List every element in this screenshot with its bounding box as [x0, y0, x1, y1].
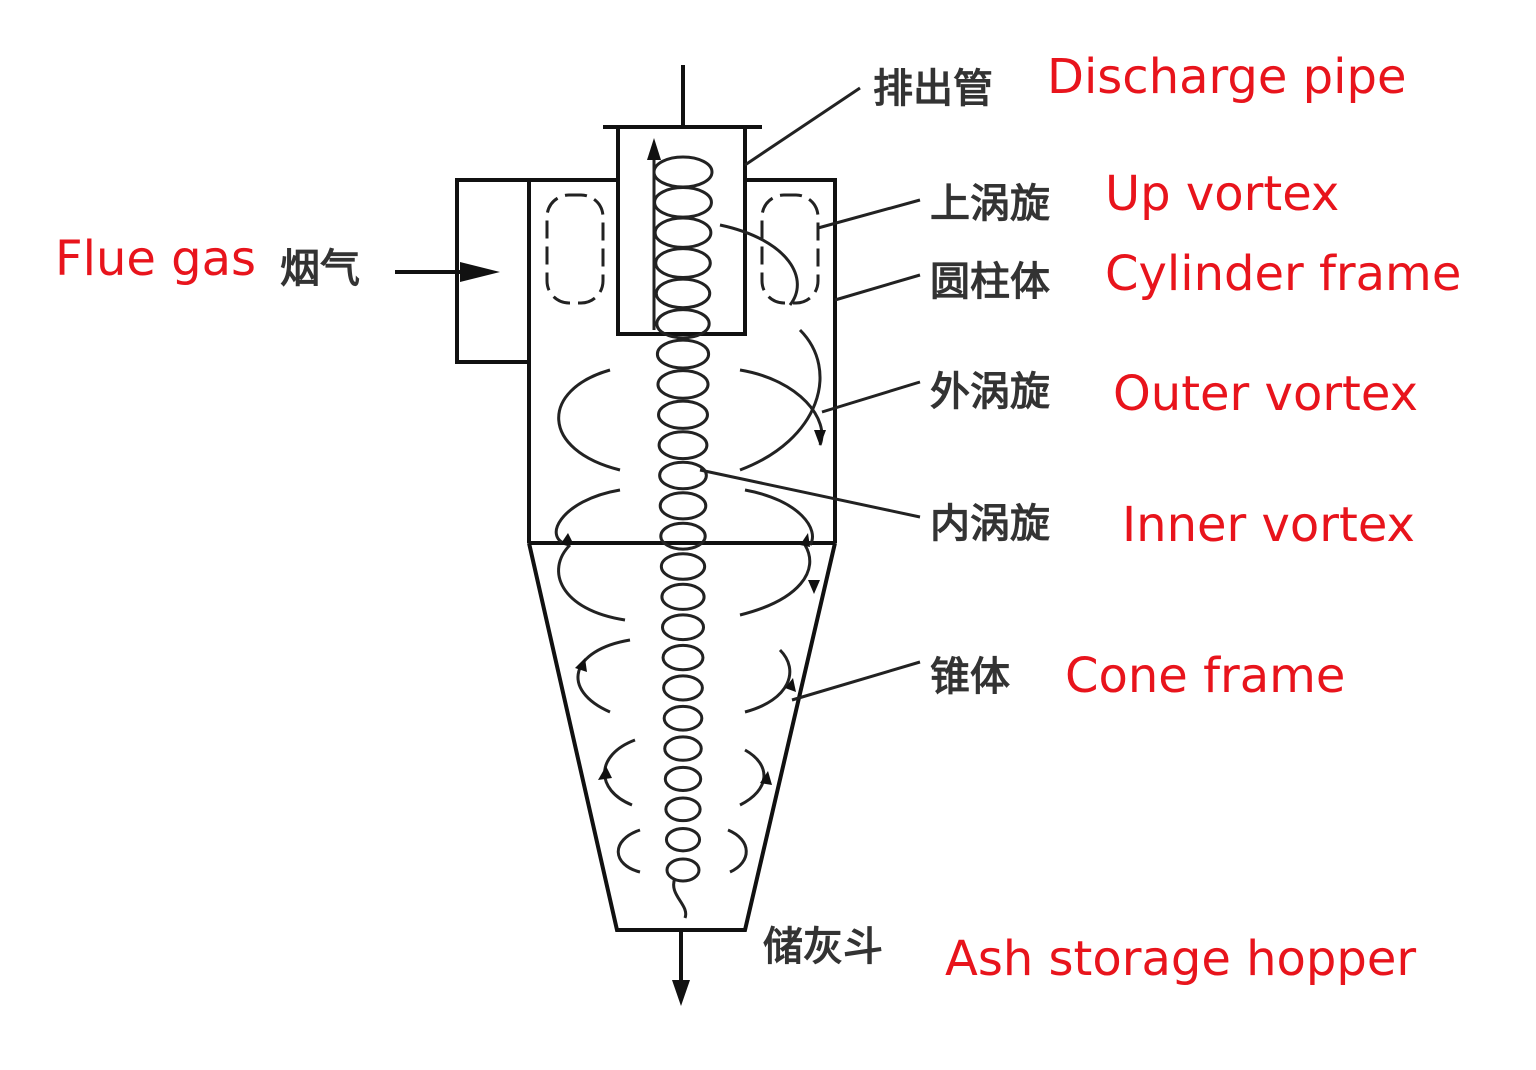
coil-loop — [654, 247, 712, 280]
coil-loop — [662, 674, 704, 702]
coil-loop — [658, 491, 708, 521]
coil-loop — [652, 155, 714, 189]
leader-cone-frame — [791, 660, 921, 702]
coil-loop — [659, 552, 707, 581]
flue-gas-arrowhead — [460, 262, 500, 282]
zh-label-discharge-pipe: 排出管 — [873, 65, 993, 112]
hopper-outlet-arrowhead — [672, 980, 690, 1006]
en-label-inner-vortex: Inner vortex — [1122, 497, 1415, 553]
coil-loop — [664, 796, 702, 823]
zh-label-inner-vortex: 内涡旋 — [930, 500, 1050, 547]
coil-loop — [654, 277, 712, 310]
en-label-discharge-pipe: Discharge pipe — [1047, 49, 1406, 105]
leader-discharge-pipe — [744, 86, 861, 167]
en-label-outer-vortex: Outer vortex — [1113, 366, 1418, 422]
coil-loop — [655, 338, 711, 370]
en-label-cone-frame: Cone frame — [1065, 648, 1345, 704]
coil-loop — [658, 460, 708, 491]
coil-loop — [662, 704, 704, 732]
coil-loop — [656, 369, 710, 400]
coil-loop — [653, 216, 713, 249]
zh-label-ash-hopper: 储灰斗 — [763, 923, 883, 970]
outer-vortex-cone — [557, 430, 826, 874]
zh-label-flue-gas: 烟气 — [280, 245, 360, 292]
leader-cylinder-frame — [834, 273, 921, 302]
zh-label-outer-vortex: 外涡旋 — [930, 368, 1050, 415]
en-label-up-vortex: Up vortex — [1105, 166, 1339, 222]
zh-label-up-vortex: 上涡旋 — [930, 180, 1050, 227]
inner-vortex-coil — [652, 155, 714, 919]
coil-loop — [665, 857, 701, 883]
coil-loop — [657, 399, 709, 430]
en-label-ash-hopper: Ash storage hopper — [945, 931, 1416, 987]
en-label-flue-gas: Flue gas — [55, 231, 256, 287]
coil-tail — [672, 877, 688, 919]
cylinder-body-right-top — [745, 178, 837, 543]
zh-label-cylinder-frame: 圆柱体 — [930, 258, 1050, 305]
coil-loop — [655, 308, 711, 340]
coil-loop — [657, 430, 709, 461]
coil-loop — [660, 582, 706, 611]
coil-loop — [653, 186, 713, 219]
en-label-cylinder-frame: Cylinder frame — [1105, 246, 1461, 302]
leader-inner-vortex — [699, 468, 921, 519]
up-vortex-right-loop — [760, 193, 820, 305]
coil-loop — [663, 765, 703, 792]
inner-upflow-arrowhead — [647, 138, 661, 160]
coil-loop — [661, 643, 705, 672]
leader-up-vortex — [817, 198, 921, 230]
coil-loop — [660, 613, 706, 642]
zh-label-cone-frame: 锥体 — [930, 653, 1010, 700]
up-vortex-left-loop — [545, 193, 605, 305]
outer-vortex-cylinder — [554, 223, 824, 547]
coil-loop — [663, 735, 703, 762]
coil-loop — [664, 826, 702, 853]
coil-loop — [659, 521, 707, 551]
leader-outer-vortex — [821, 380, 921, 414]
